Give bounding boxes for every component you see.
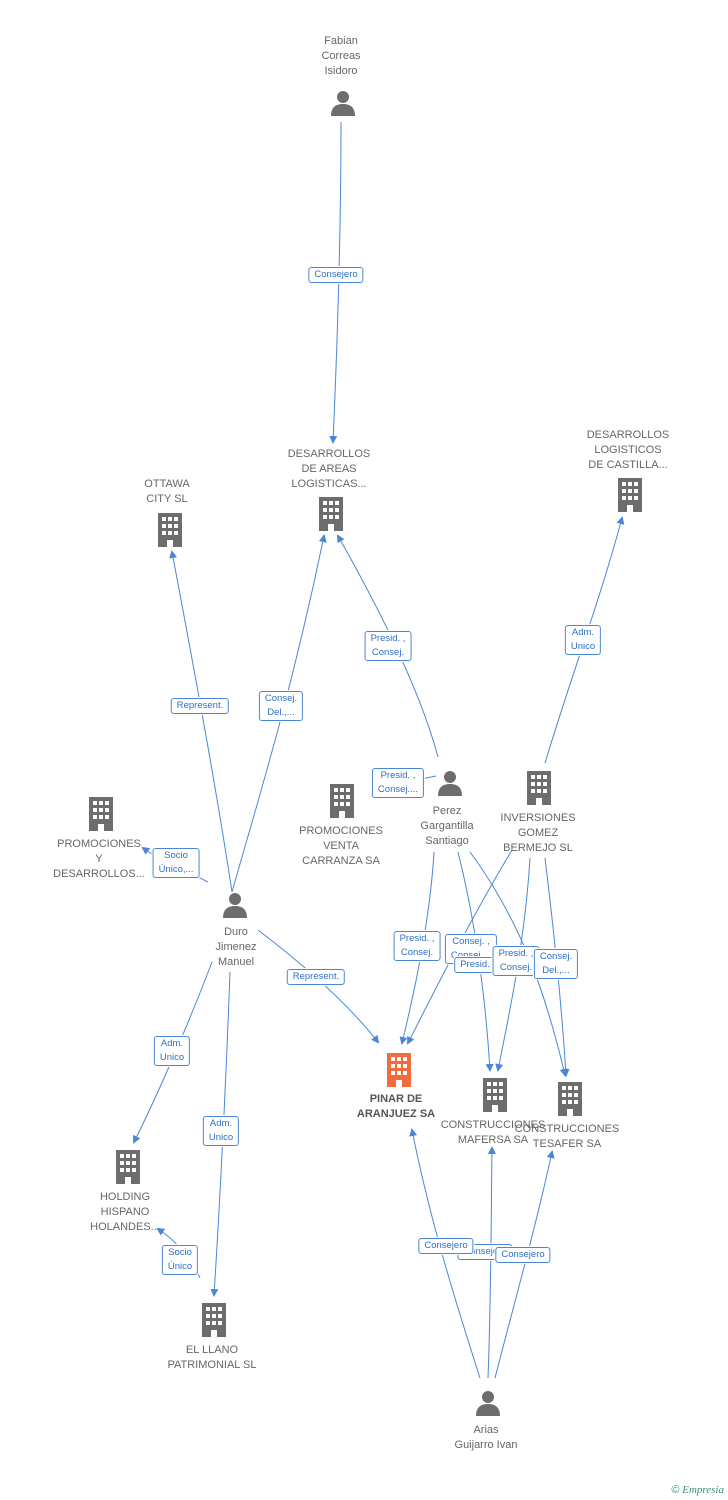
edge-label-adm-unico[interactable]: Adm.Unico <box>564 625 602 655</box>
edge-line <box>487 1146 496 1379</box>
edge-line <box>257 929 380 1044</box>
edge-label-presid-consej[interactable]: Presid. ,Consej. <box>393 931 441 961</box>
edge-label-consejero[interactable]: Consejero <box>418 1238 474 1254</box>
building-icon[interactable] <box>199 1303 229 1337</box>
person-icon[interactable] <box>436 769 464 797</box>
edge-label-represent[interactable]: Represent. <box>170 698 230 714</box>
edge-label-consejero[interactable]: Consejero <box>308 267 364 283</box>
person-icon[interactable] <box>221 891 249 919</box>
edge-label-consej-del[interactable]: Consej.Del.,... <box>258 691 304 721</box>
footer-brand[interactable]: © Empresia <box>671 1484 724 1496</box>
edge-label-presid[interactable]: Presid. <box>454 957 496 973</box>
edge-label-adm-unico[interactable]: Adm.Unico <box>153 1036 191 1066</box>
edge-line <box>409 1128 481 1379</box>
building-icon[interactable] <box>524 771 554 805</box>
edge-line <box>494 1150 555 1379</box>
person-icon[interactable] <box>474 1389 502 1417</box>
building-icon[interactable] <box>327 784 357 818</box>
building-icon[interactable] <box>615 478 645 512</box>
edges <box>133 121 625 1379</box>
edge-label-presid-consej[interactable]: Presid. ,Consej.... <box>371 768 425 798</box>
building-icon[interactable] <box>316 497 346 531</box>
edge-label-consej-del[interactable]: Consej.Del.,... <box>533 949 579 979</box>
edge-label-presid-consej[interactable]: Presid. ,Consej. <box>492 946 540 976</box>
edge-line <box>169 550 233 893</box>
building-icon[interactable] <box>113 1150 143 1184</box>
building-icon[interactable] <box>555 1082 585 1116</box>
building-icon[interactable] <box>384 1053 414 1087</box>
brand-name: Empresia <box>682 1484 724 1496</box>
edge-line <box>231 534 327 893</box>
copyright-icon: © <box>671 1484 680 1496</box>
building-icon[interactable] <box>480 1078 510 1112</box>
edge-label-presid-consej[interactable]: Presid. ,Consej. <box>364 631 412 661</box>
edge-label-adm-unico[interactable]: Adm.Unico <box>202 1116 240 1146</box>
person-icon[interactable] <box>329 89 357 117</box>
edge-label-consejero[interactable]: Consejero <box>495 1247 551 1263</box>
building-icon[interactable] <box>155 513 185 547</box>
building-icon[interactable] <box>86 797 116 831</box>
edge-label-represent[interactable]: Represent. <box>286 969 346 985</box>
